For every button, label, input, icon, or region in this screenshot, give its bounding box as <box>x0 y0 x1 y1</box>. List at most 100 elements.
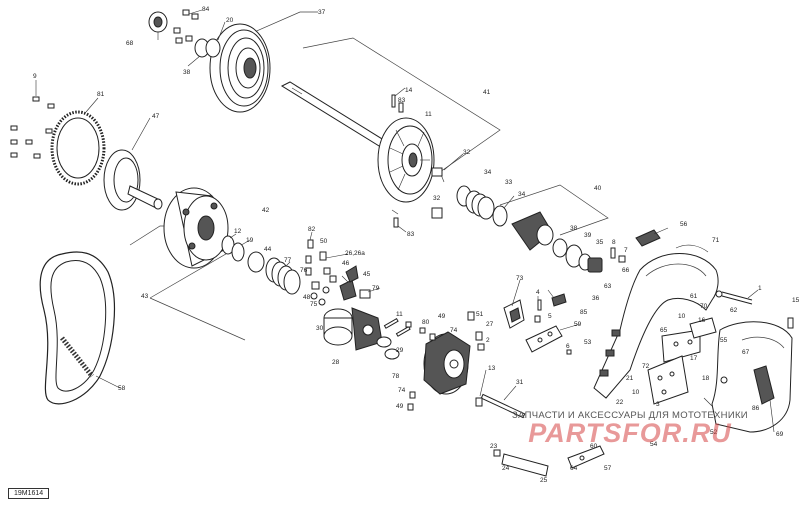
driven-sheave-part <box>209 23 271 113</box>
callout-59: 59 <box>574 321 582 328</box>
callout-24: 24 <box>502 465 510 472</box>
callout-84: 84 <box>202 6 210 13</box>
belt-guard-part <box>593 253 719 399</box>
callout-66: 66 <box>622 267 630 274</box>
callout-3: 3 <box>656 401 660 408</box>
watermark-logo: PARTSFOR.RU <box>528 418 732 448</box>
callout-75: 75 <box>310 301 318 308</box>
callout-36: 36 <box>592 295 600 302</box>
callout-15: 15 <box>792 297 800 304</box>
part-6 <box>566 349 572 355</box>
callout-26-26a: 26,26a <box>345 250 365 257</box>
callout-27: 27 <box>486 321 494 328</box>
callout-71: 71 <box>712 237 720 244</box>
bracket-10-66 <box>689 317 717 339</box>
screws-9 <box>10 96 55 159</box>
callout-1: 1 <box>758 285 762 292</box>
drive-housing-part <box>163 187 229 269</box>
bushing-32-bottom <box>431 207 443 219</box>
part-27 <box>475 331 483 341</box>
callout-83-top: 83 <box>398 97 406 104</box>
callout-73: 73 <box>516 275 524 282</box>
callout-18: 18 <box>702 375 710 382</box>
callout-79: 79 <box>372 285 380 292</box>
watermark: ЗАПЧАСТИ И АКСЕССУАРЫ ДЛЯ МОТОТЕХНИКИ PA… <box>480 410 780 449</box>
callout-54: 54 <box>650 441 658 448</box>
clip-36 <box>587 257 603 273</box>
callout-10-top: 10 <box>678 313 686 320</box>
pin-1 <box>715 290 753 305</box>
callout-6: 6 <box>566 343 570 350</box>
callout-33: 33 <box>505 179 513 186</box>
bracket-59 <box>525 325 563 353</box>
plate-52 <box>647 355 689 405</box>
callout-19: 19 <box>246 237 254 244</box>
rollers-29 <box>376 336 400 360</box>
callout-7: 7 <box>624 247 628 254</box>
callout-86: 86 <box>752 405 760 412</box>
spider-hub-part <box>423 331 471 395</box>
callout-10-bottom: 10 <box>632 389 640 396</box>
callout-42: 42 <box>262 207 270 214</box>
washers-38-39-35 <box>552 238 592 271</box>
screw-83-bottom <box>393 217 399 228</box>
callout-74-top: 74 <box>450 327 458 334</box>
callout-16: 16 <box>698 317 706 324</box>
callout-67: 67 <box>742 349 750 356</box>
callout-8: 8 <box>612 239 616 246</box>
callout-5: 5 <box>548 313 552 320</box>
callout-68: 68 <box>126 40 134 47</box>
callout-40: 40 <box>594 185 602 192</box>
bracket-60 <box>567 445 605 469</box>
callout-9: 9 <box>33 73 37 80</box>
part-23 <box>493 449 501 457</box>
callout-83-bottom: 83 <box>407 231 415 238</box>
callout-56: 56 <box>680 221 688 228</box>
callout-12: 12 <box>234 228 242 235</box>
callout-70: 70 <box>700 303 708 310</box>
callout-11-mid: 11 <box>396 311 403 318</box>
nut-7 <box>618 255 626 263</box>
roller-30 <box>323 308 353 346</box>
part-79 <box>359 289 371 299</box>
callout-30: 30 <box>316 325 324 332</box>
callout-47: 47 <box>152 113 160 120</box>
callout-65: 65 <box>660 327 668 334</box>
callout-29: 29 <box>396 347 404 354</box>
callout-21: 21 <box>626 375 634 382</box>
callout-37: 37 <box>318 9 326 16</box>
callout-28: 28 <box>332 359 340 366</box>
bushing-68 <box>148 11 168 33</box>
part-2 <box>477 343 485 351</box>
callout-20: 20 <box>226 17 234 24</box>
callout-55: 55 <box>720 337 728 344</box>
bolt-8 <box>610 247 616 259</box>
watermark-tagline: ЗАПЧАСТИ И АКСЕССУАРЫ ДЛЯ МОТОТЕХНИКИ <box>512 410 748 421</box>
bushing-38-top <box>194 38 221 58</box>
callout-60: 60 <box>590 443 598 450</box>
callout-61: 61 <box>690 293 698 300</box>
callout-31: 31 <box>516 379 524 386</box>
screws-84 <box>173 9 199 44</box>
bracket-54 <box>501 453 549 477</box>
callout-48: 48 <box>303 294 311 301</box>
callout-17: 17 <box>690 355 698 362</box>
callout-80: 80 <box>422 319 430 326</box>
part-15 <box>787 317 794 329</box>
callout-52: 52 <box>710 429 718 436</box>
washer-44 <box>247 251 265 273</box>
callout-13: 13 <box>488 365 496 372</box>
small-parts-cluster <box>305 239 359 306</box>
callout-38-right: 38 <box>570 225 578 232</box>
callout-25: 25 <box>540 477 548 484</box>
callout-51: 51 <box>476 311 484 318</box>
washer-34b <box>492 205 508 227</box>
bracket-65 <box>661 329 701 363</box>
bracket-40 <box>499 184 609 236</box>
leader-lines <box>35 9 775 433</box>
callout-78: 78 <box>392 373 400 380</box>
callout-34-right: 34 <box>518 191 526 198</box>
pins-11-49-80 <box>383 317 426 337</box>
callout-46: 46 <box>342 260 350 267</box>
